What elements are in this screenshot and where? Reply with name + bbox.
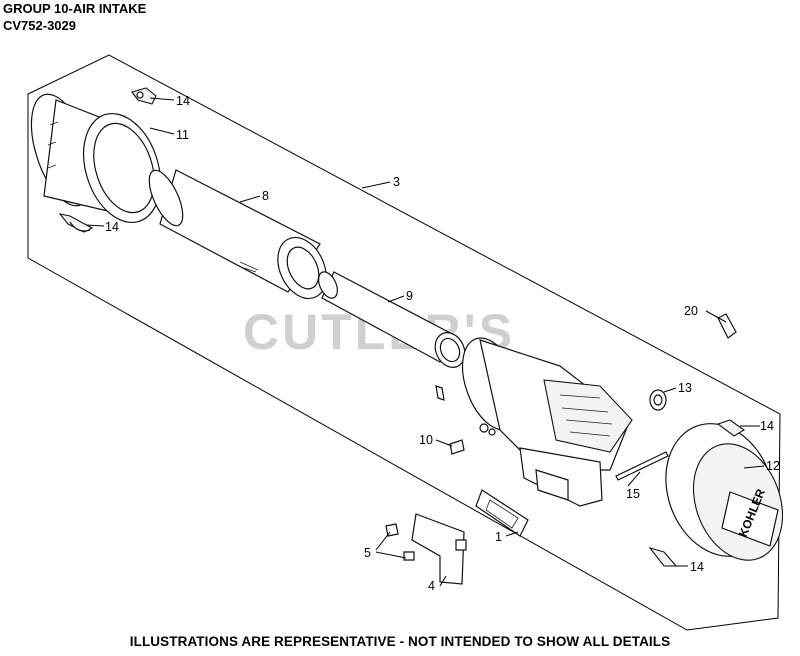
bracket-part <box>717 313 737 339</box>
strip-part <box>615 451 669 481</box>
callout-5: 5 <box>364 546 371 560</box>
fitting-part <box>449 439 465 455</box>
callout-15: 15 <box>626 487 640 501</box>
disclaimer-footer: ILLUSTRATIONS ARE REPRESENTATIVE - NOT I… <box>129 634 671 649</box>
callout-14-bottom-right: 14 <box>690 560 704 574</box>
callout-11: 11 <box>176 128 189 142</box>
callout-13: 13 <box>678 381 692 395</box>
model-number: CV752-3029 <box>3 18 76 33</box>
callout-8: 8 <box>262 189 269 203</box>
callout-12: 12 <box>766 459 780 473</box>
clip-part-top-right <box>716 419 746 437</box>
clip-part-bottom-left <box>58 213 94 233</box>
page-title: GROUP 10-AIR INTAKE <box>3 1 147 16</box>
assembly-boundary-frame <box>27 54 781 631</box>
callout-3: 3 <box>393 175 400 189</box>
callout-leader-lines <box>85 97 765 587</box>
air-cleaner-cover-part: KOHLER <box>665 423 784 561</box>
clip-part-bottom-right <box>648 547 678 567</box>
air-cleaner-housing-part <box>461 337 633 507</box>
precleaner-cover-part <box>30 93 161 224</box>
callout-14-right: 14 <box>760 419 774 433</box>
lower-bracket-part <box>411 513 465 585</box>
grommet-part <box>649 389 667 411</box>
inner-filter-element-part <box>318 271 466 368</box>
callout-10: 10 <box>419 433 433 447</box>
air-filter-element-part <box>148 169 327 300</box>
callout-9: 9 <box>406 289 413 303</box>
gasket-part <box>475 489 529 537</box>
callout-4: 4 <box>428 579 435 593</box>
pin-part <box>435 385 445 401</box>
callout-20: 20 <box>684 304 698 318</box>
clip-part-top-left <box>131 87 157 105</box>
callout-14-top-left: 14 <box>176 94 190 108</box>
callout-1: 1 <box>495 530 502 544</box>
callout-14-left: 14 <box>105 220 119 234</box>
